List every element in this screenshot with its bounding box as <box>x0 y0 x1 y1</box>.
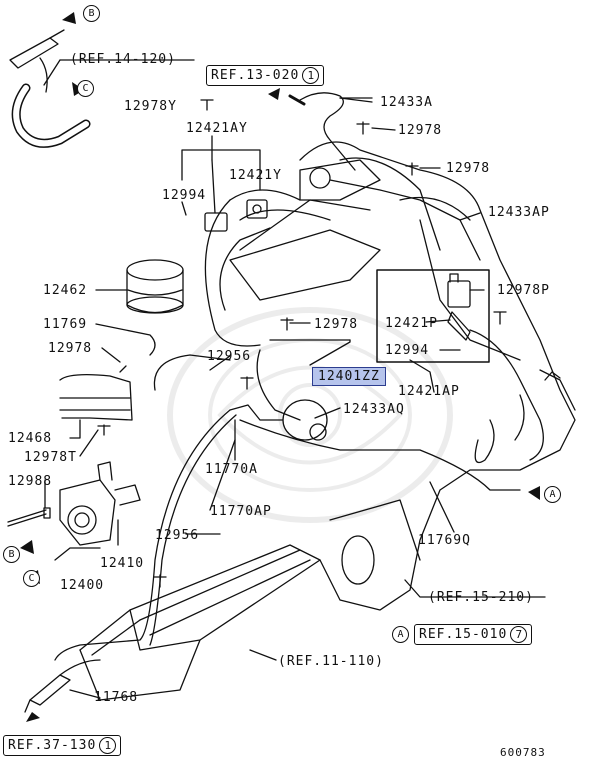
part-label-11770ap[interactable]: 11770AP <box>210 504 272 519</box>
part-label-11770a[interactable]: 11770A <box>205 462 258 477</box>
part-label-12421p[interactable]: 12421P <box>385 316 438 331</box>
ref-14-120[interactable]: (REF.14-120) <box>70 52 176 67</box>
part-label-12978-b[interactable]: 12978 <box>446 161 491 176</box>
ref-11-110[interactable]: (REF.11-110) <box>278 654 384 669</box>
connector-b-top: B <box>83 5 100 22</box>
part-label-12994-b[interactable]: 12994 <box>385 343 430 358</box>
part-label-12956-a[interactable]: 12956 <box>207 349 252 364</box>
ref-13-020-num: 1 <box>302 67 320 84</box>
part-label-12433ap[interactable]: 12433AP <box>488 205 550 220</box>
highlighted-part-12401zz[interactable]: 12401ZZ <box>312 367 386 386</box>
part-label-12994-a[interactable]: 12994 <box>162 188 207 203</box>
part-label-11769[interactable]: 11769 <box>43 317 88 332</box>
part-label-12978t[interactable]: 12978T <box>24 450 77 465</box>
part-label-12421ap[interactable]: 12421AP <box>398 384 460 399</box>
ref-37-130-label: REF.37-130 <box>8 738 97 753</box>
part-label-12978-c[interactable]: 12978 <box>314 317 359 332</box>
part-label-12988[interactable]: 12988 <box>8 474 53 489</box>
connector-c-left: C <box>23 570 40 587</box>
ref-15-010-label: REF.15-010 <box>419 627 508 642</box>
connector-a-right: A <box>544 486 561 503</box>
part-label-11769q[interactable]: 11769Q <box>418 533 471 548</box>
part-label-12433a[interactable]: 12433A <box>380 95 433 110</box>
part-label-12421ay[interactable]: 12421AY <box>186 121 248 136</box>
part-label-12978-d[interactable]: 12978 <box>48 341 93 356</box>
ref-13-020-label: REF.13-020 <box>211 68 300 83</box>
part-label-12956-b[interactable]: 12956 <box>155 528 200 543</box>
connector-c-top: C <box>77 80 94 97</box>
diagram-code: 600783 <box>500 746 546 759</box>
part-label-12978y[interactable]: 12978Y <box>124 99 177 114</box>
ref-15-210[interactable]: (REF.15-210) <box>428 590 534 605</box>
part-label-12410[interactable]: 12410 <box>100 556 145 571</box>
part-label-12433aq[interactable]: 12433AQ <box>343 402 405 417</box>
part-label-12462[interactable]: 12462 <box>43 283 88 298</box>
ref-15-010-letter: A <box>392 626 409 643</box>
part-label-11768[interactable]: 11768 <box>94 690 139 705</box>
part-label-12978-a[interactable]: 12978 <box>398 123 443 138</box>
part-label-12421y[interactable]: 12421Y <box>229 168 282 183</box>
part-label-12468[interactable]: 12468 <box>8 431 53 446</box>
ref-37-130-num: 1 <box>99 737 117 754</box>
ref-15-010-num: 7 <box>510 626 528 643</box>
part-label-12978p[interactable]: 12978P <box>497 283 550 298</box>
part-label-12400[interactable]: 12400 <box>60 578 105 593</box>
connector-b-left: B <box>3 546 20 563</box>
